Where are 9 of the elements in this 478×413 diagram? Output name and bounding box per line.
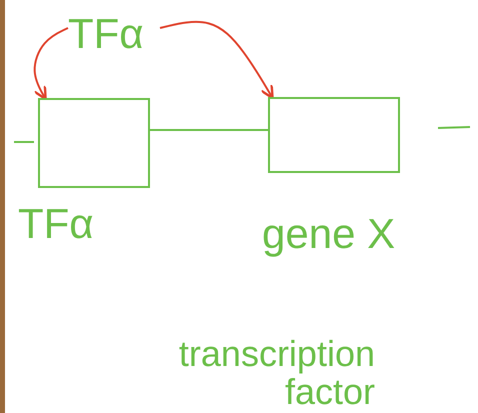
gene-label: gene X bbox=[262, 210, 396, 258]
caption-text: transcription factor bbox=[178, 335, 375, 411]
gene-box bbox=[38, 98, 150, 188]
curved-arrow bbox=[33, 27, 68, 100]
factor-label: TFα bbox=[68, 9, 145, 59]
gene-label: TFα bbox=[18, 200, 94, 248]
dna-line bbox=[150, 128, 268, 132]
curved-arrow bbox=[160, 20, 274, 100]
gene-box bbox=[268, 97, 400, 173]
